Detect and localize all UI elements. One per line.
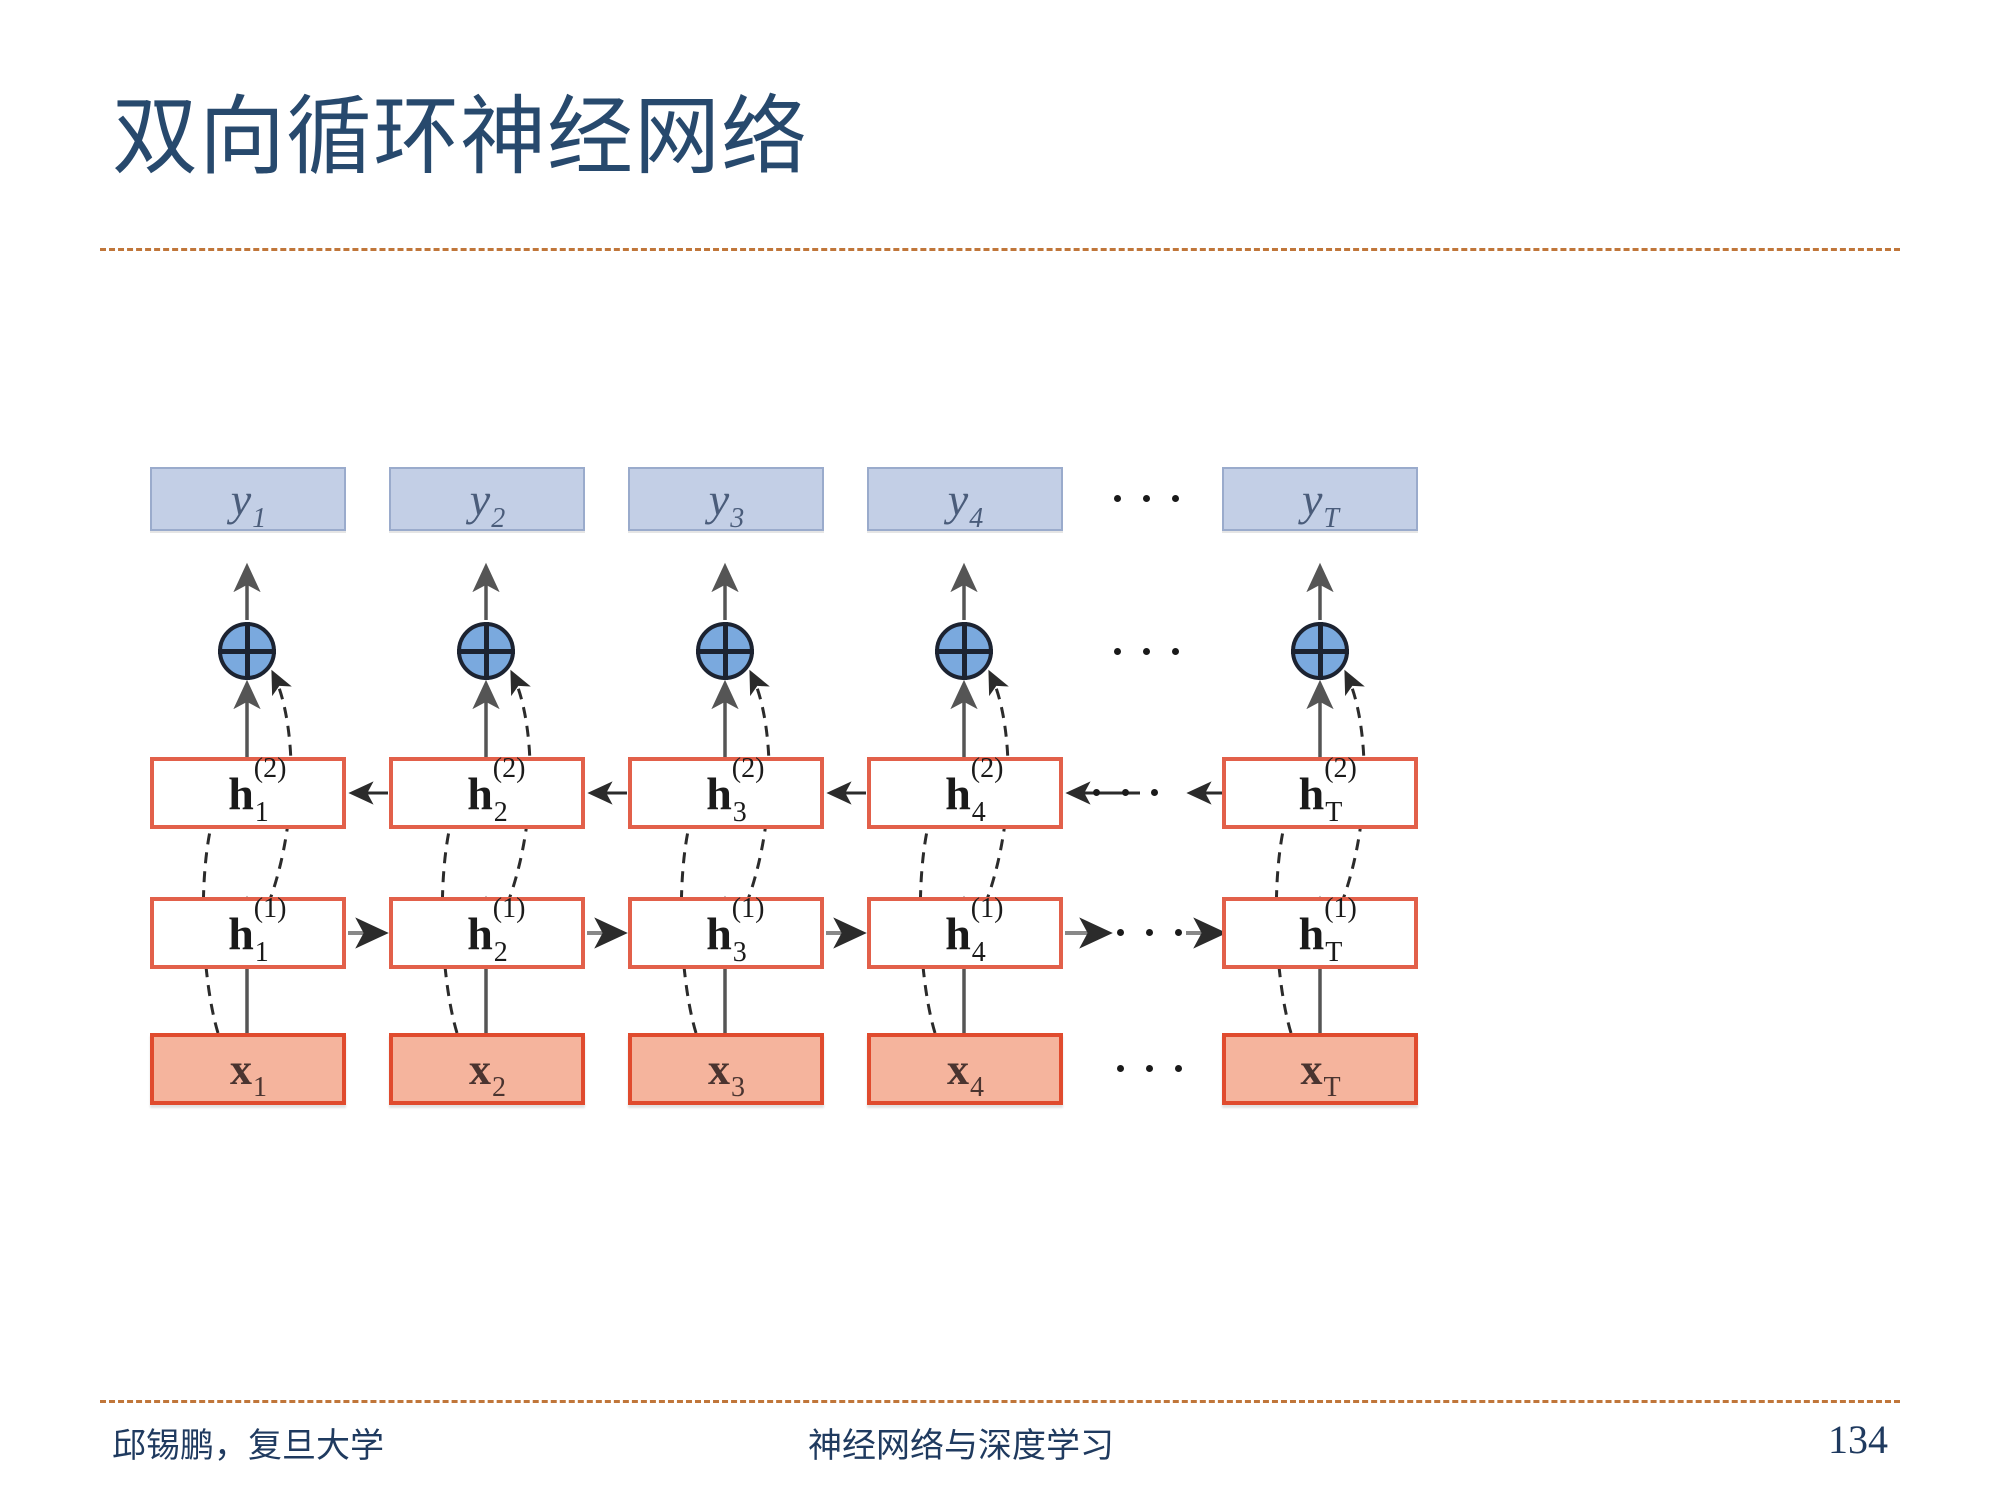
- hidden1-node-2[interactable]: h(1)2: [389, 892, 585, 969]
- hidden1-node-3[interactable]: h(1)3: [628, 892, 824, 969]
- output-label-1: y1: [230, 473, 267, 534]
- page-number: 134: [1828, 1417, 1888, 1462]
- output-label-3: y3: [708, 473, 745, 534]
- output-label-4: y4: [947, 473, 984, 534]
- input-label-2: x2: [469, 1044, 506, 1103]
- output-node-T[interactable]: yT: [1222, 467, 1418, 534]
- hidden2-node-T[interactable]: h(2)T: [1222, 752, 1418, 829]
- input-node-4[interactable]: x4: [867, 1033, 1063, 1105]
- hidden2-label-2: h(2)2: [467, 752, 526, 828]
- footer-divider: [100, 1400, 1900, 1403]
- ellipsis-hidden1-row: [1117, 929, 1182, 936]
- hidden1-node-1[interactable]: h(1)1: [150, 892, 346, 969]
- input-node-3[interactable]: x3: [628, 1033, 824, 1105]
- input-label-3: x3: [708, 1044, 745, 1103]
- input-node-2[interactable]: x2: [389, 1033, 585, 1105]
- hidden2-label-T: h(2)T: [1298, 752, 1357, 828]
- input-node-1[interactable]: x1: [150, 1033, 346, 1105]
- output-label-2: y2: [469, 473, 506, 534]
- hidden1-label-3: h(1)3: [706, 892, 765, 968]
- footer-author: 邱锡鹏，复旦大学: [112, 1428, 384, 1465]
- hidden1-label-4: h(1)4: [945, 892, 1004, 968]
- header-divider: [100, 248, 1900, 251]
- hidden1-label-1: h(1)1: [228, 892, 287, 968]
- sum-node-1[interactable]: [218, 622, 276, 680]
- hidden1-node-T[interactable]: h(1)T: [1222, 892, 1418, 969]
- input-node-T[interactable]: xT: [1222, 1033, 1418, 1105]
- output-node-4[interactable]: y4: [867, 467, 1063, 534]
- input-label-1: x1: [230, 1044, 267, 1103]
- page-title: 双向循环神经网络: [112, 89, 808, 185]
- input-label-T: xT: [1300, 1044, 1341, 1103]
- hidden1-node-4[interactable]: h(1)4: [867, 892, 1063, 969]
- sum-node-2[interactable]: [457, 622, 515, 680]
- ellipsis-output-row: [1114, 495, 1179, 502]
- output-node-2[interactable]: y2: [389, 467, 585, 534]
- hidden2-node-2[interactable]: h(2)2: [389, 752, 585, 829]
- sum-node-3[interactable]: [696, 622, 754, 680]
- ellipsis-input-row: [1117, 1065, 1182, 1072]
- output-node-1[interactable]: y1: [150, 467, 346, 534]
- hidden2-label-3: h(2)3: [706, 752, 765, 828]
- hidden2-label-4: h(2)4: [945, 752, 1004, 828]
- ellipsis-sum-row: [1114, 648, 1179, 655]
- output-label-T: yT: [1302, 473, 1339, 534]
- ellipsis-hidden2-row: [1093, 789, 1158, 796]
- input-label-4: x4: [947, 1044, 984, 1103]
- hidden2-label-1: h(2)1: [228, 752, 287, 828]
- hidden1-label-2: h(1)2: [467, 892, 526, 968]
- hidden1-label-T: h(1)T: [1298, 892, 1357, 968]
- output-node-3[interactable]: y3: [628, 467, 824, 534]
- sum-node-T[interactable]: [1291, 622, 1349, 680]
- hidden2-node-1[interactable]: h(2)1: [150, 752, 346, 829]
- footer-course-title: 神经网络与深度学习: [808, 1428, 1114, 1465]
- sum-node-4[interactable]: [935, 622, 993, 680]
- hidden2-node-4[interactable]: h(2)4: [867, 752, 1063, 829]
- hidden2-node-3[interactable]: h(2)3: [628, 752, 824, 829]
